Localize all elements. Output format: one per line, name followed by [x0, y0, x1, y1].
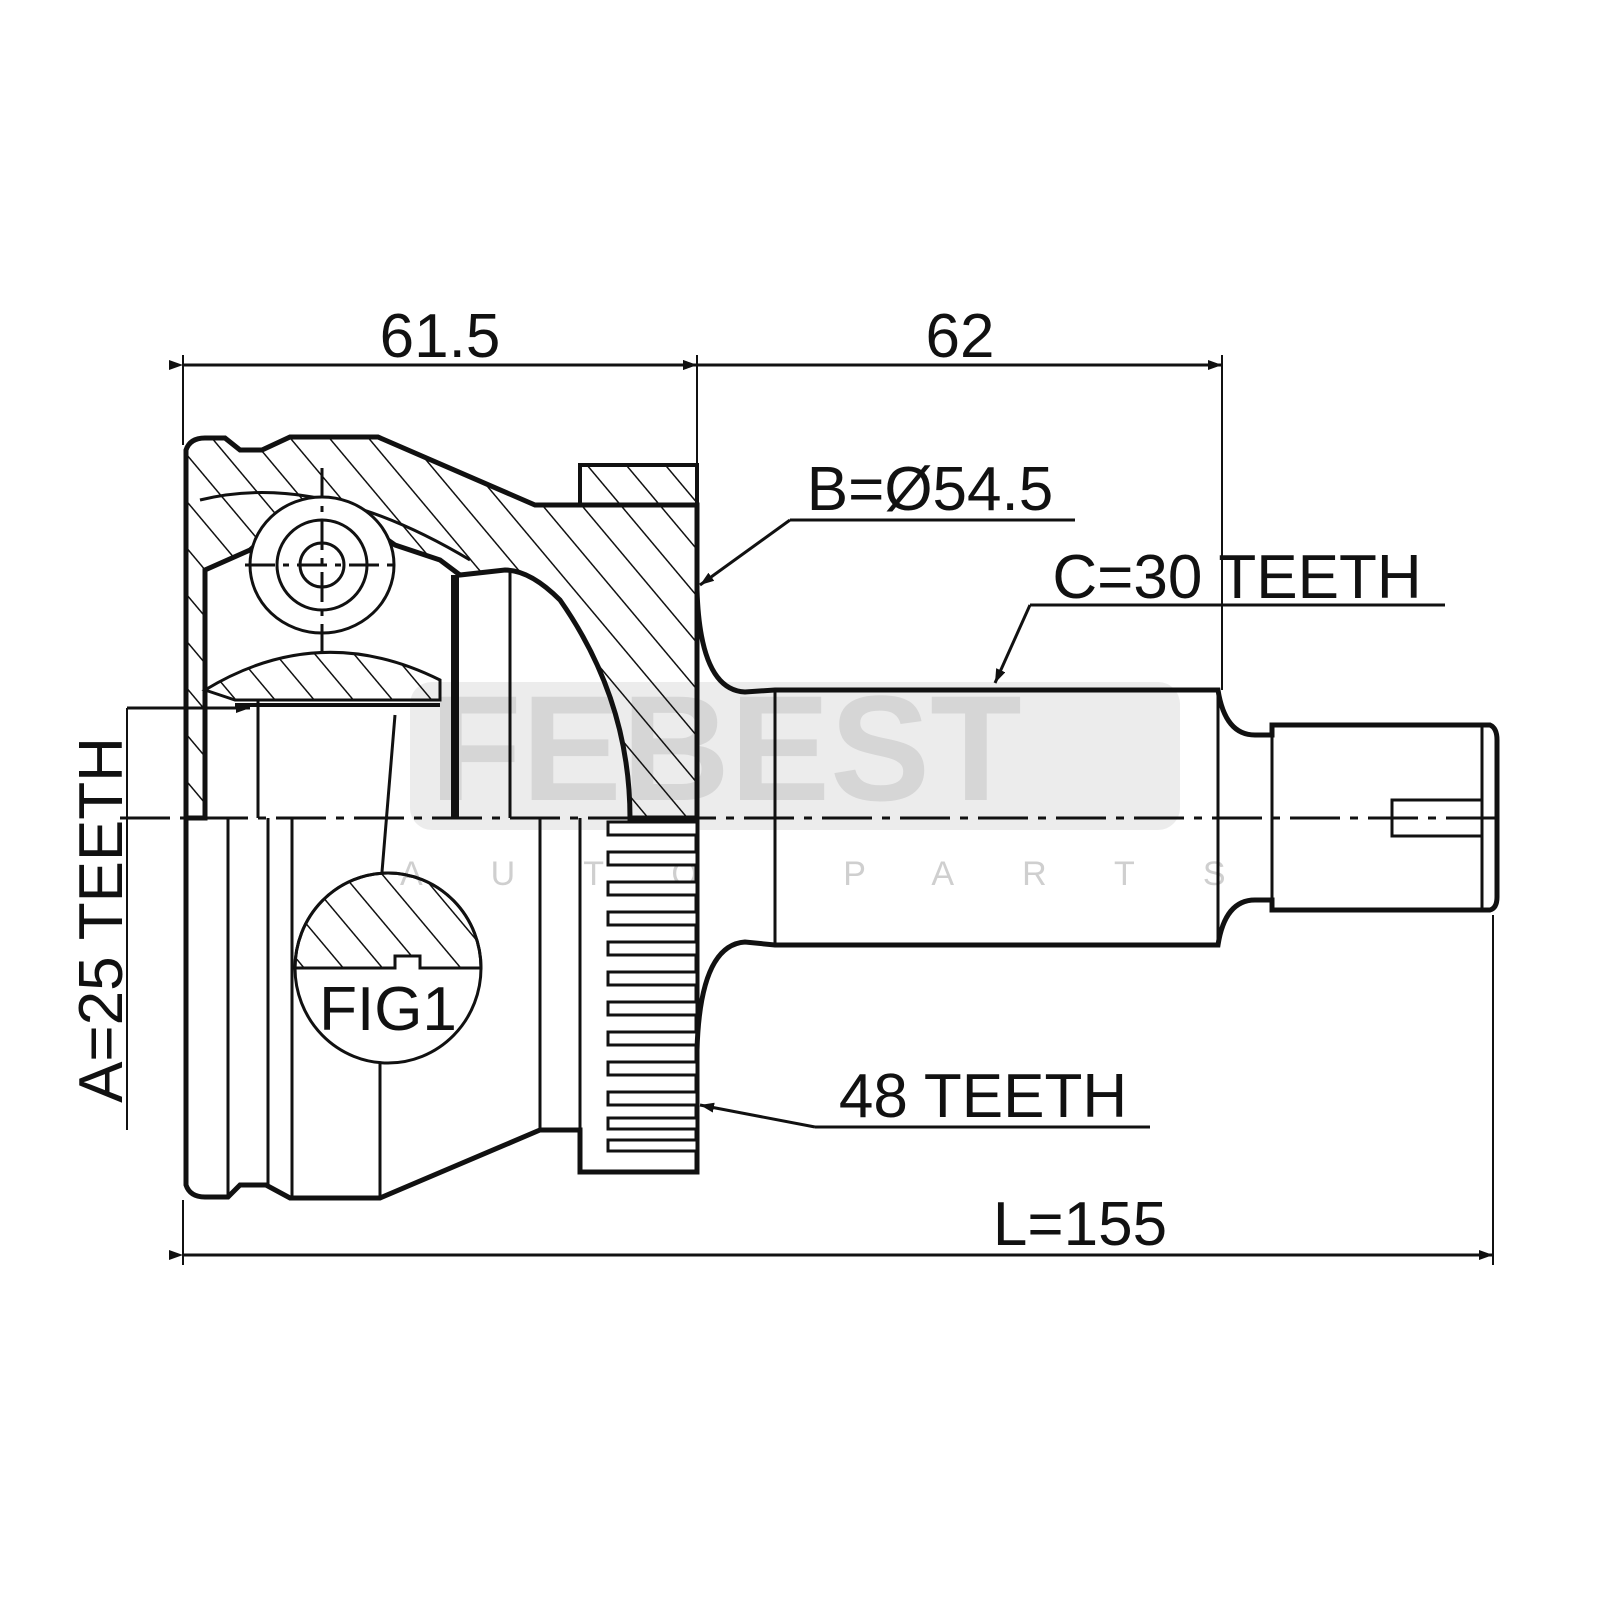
dim-housing-length: 61.5	[380, 302, 501, 371]
fig1-label: FIG1	[319, 975, 457, 1044]
housing-exterior	[183, 818, 700, 1201]
watermark: FEBEST AUTO PARTS	[400, 664, 1294, 893]
housing-section	[183, 434, 700, 821]
abs-ring	[606, 820, 699, 1153]
dimensions: 61.5 62 B=Ø54.5 C=30 TEETH 48 TEETH L=15…	[67, 302, 1494, 1265]
dim-c-teeth: C=30 TEETH	[1052, 543, 1421, 612]
fig1-detail: FIG1	[293, 714, 483, 1065]
dim-a-teeth: A=25 TEETH	[67, 737, 136, 1103]
dim-total-length: L=155	[993, 1190, 1167, 1259]
dim-b-diameter: B=Ø54.5	[807, 455, 1053, 524]
watermark-tagline: AUTO PARTS	[400, 855, 1294, 893]
dim-stem-length: 62	[926, 302, 995, 371]
abs-teeth-label: 48 TEETH	[839, 1062, 1127, 1131]
